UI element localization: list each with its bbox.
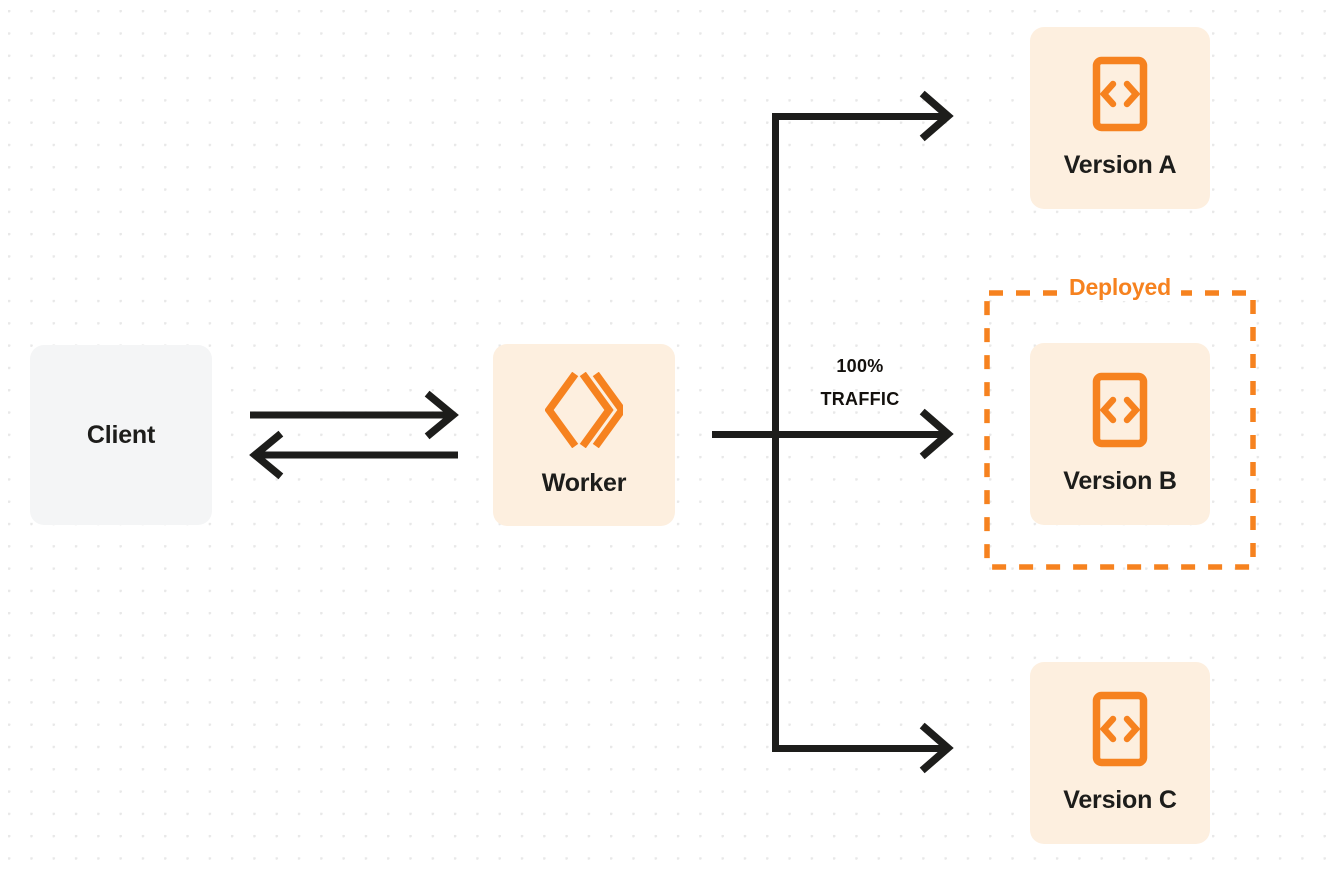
client-label: Client bbox=[86, 420, 156, 449]
cloudflare-workers-logo-icon bbox=[544, 371, 627, 453]
arrow-worker-to-client bbox=[249, 430, 458, 480]
arrow-worker-to-version-a bbox=[772, 90, 954, 142]
node-client[interactable]: Client bbox=[30, 345, 212, 525]
code-file-icon bbox=[1092, 56, 1148, 137]
node-version-b[interactable]: Version B bbox=[1030, 343, 1210, 525]
arrow-worker-to-version-b bbox=[712, 408, 954, 460]
version-b-label: Version B bbox=[1063, 467, 1177, 495]
deployed-label: Deployed bbox=[1059, 274, 1181, 301]
version-a-label: Version A bbox=[1063, 151, 1177, 179]
worker-label: Worker bbox=[541, 469, 627, 497]
node-worker[interactable]: Worker bbox=[493, 344, 675, 526]
arrow-worker-to-version-c bbox=[772, 722, 954, 774]
version-c-label: Version C bbox=[1063, 786, 1177, 814]
arrow-client-to-worker bbox=[250, 390, 459, 440]
code-file-icon bbox=[1092, 691, 1148, 772]
traffic-caption: TRAFFIC bbox=[820, 389, 900, 410]
deployed-group-frame: Deployed bbox=[984, 274, 1256, 570]
code-file-icon bbox=[1092, 372, 1148, 453]
traffic-percent: 100% bbox=[836, 356, 884, 376]
node-version-a[interactable]: Version A bbox=[1030, 27, 1210, 209]
traffic-label: 100% TRAFFIC bbox=[790, 350, 930, 417]
node-version-c[interactable]: Version C bbox=[1030, 662, 1210, 844]
